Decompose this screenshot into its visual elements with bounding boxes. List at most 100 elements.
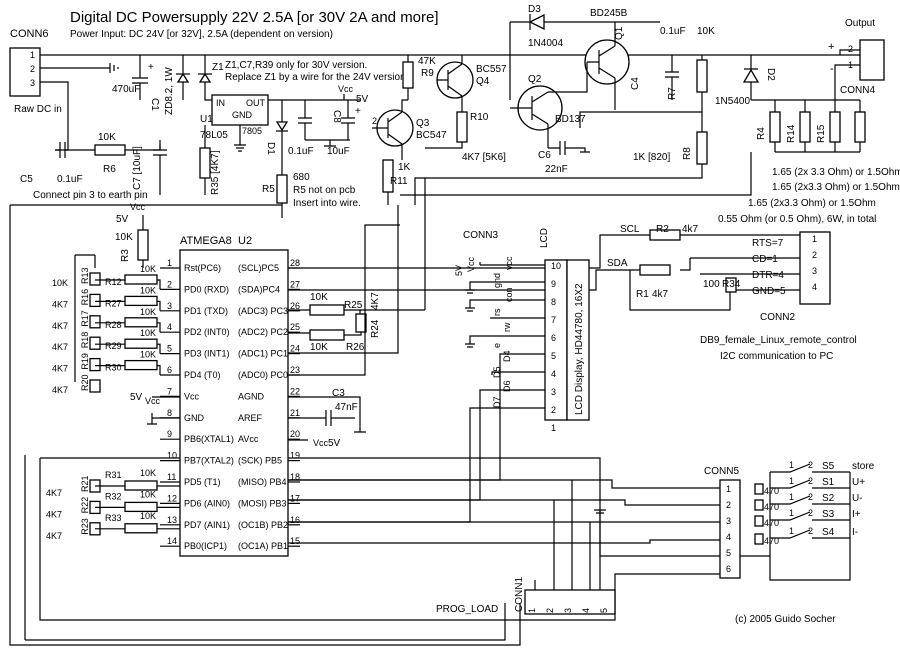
c1-label: C1 — [149, 98, 160, 111]
r26-value: 10K — [310, 342, 328, 353]
lcd-pin-number: 5 — [551, 351, 556, 361]
mcu-right-pin-number: 26 — [290, 301, 300, 311]
mcu-right-pin-name: (SCL)PC5 — [238, 263, 279, 273]
conn6-pin-3: 3 — [30, 78, 35, 88]
mcu-right-pin-name: (MISO) PB4 — [238, 477, 287, 487]
rts-label: RTS=7 — [752, 238, 784, 249]
r8-value: 1K [820] — [633, 152, 670, 163]
ladder-pulldown-label: R13 — [80, 267, 90, 284]
c6-value: 22nF — [545, 164, 568, 175]
switch-series-resistor — [754, 499, 764, 511]
r9-resistor — [402, 61, 414, 89]
conn3-label: CONN3 — [463, 230, 498, 241]
lower-pulldown-value: 4K7 — [46, 488, 62, 498]
ladder-series-resistor — [124, 274, 158, 285]
r8-label: R8 — [682, 147, 693, 160]
r-extra-resistor — [854, 111, 866, 143]
conn1-pin-number: 4 — [581, 608, 591, 613]
r7-resistor — [696, 59, 708, 93]
ladder-wire — [95, 365, 161, 375]
vcc-5v-top: 5V — [356, 94, 369, 105]
switch-function-label: U+ — [852, 477, 865, 488]
ladder-series-label: R30 — [105, 363, 122, 373]
vcc-5v-avcc: 5V — [328, 438, 341, 449]
mcu-left-pin-name: PD7 (AIN1) — [184, 520, 230, 530]
switch-pin-a: 1 — [789, 460, 794, 470]
r1-resistor — [639, 264, 671, 276]
c4-label: C4 — [630, 77, 641, 90]
lcd-pin-d6: D6 — [502, 380, 512, 392]
r25-resistor — [309, 304, 345, 316]
mcu-left-pin-number: 14 — [167, 536, 177, 546]
ladder-series-label: R27 — [105, 298, 122, 308]
ladder-pulldown-label: R20 — [80, 374, 90, 391]
conn4-label: CONN4 — [840, 85, 875, 96]
r10-resistor — [456, 111, 468, 143]
ladder-pulldown-label: R17 — [80, 310, 90, 327]
mcu-left-pin-number: 2 — [167, 279, 172, 289]
r1-value: 4k7 — [652, 289, 669, 300]
ladder-wire — [95, 343, 161, 354]
q3-label: Q3 — [416, 118, 430, 129]
mcu-right-pin-number: 22 — [290, 386, 300, 396]
cd-label: CD=1 — [752, 254, 778, 265]
r5-resistor — [276, 174, 288, 204]
ladder-wire — [95, 322, 161, 333]
ladder-series-label: R29 — [105, 341, 122, 351]
c2-value: 0.1uF — [288, 146, 314, 157]
lcd-display — [566, 259, 590, 421]
z1-label: Z1 — [212, 62, 224, 73]
lcd-pin-number: 8 — [551, 297, 556, 307]
atmega-label: ATMEGA8 — [180, 235, 232, 247]
mcu-left-pin-number: 6 — [167, 365, 172, 375]
r7-value: 10K — [697, 26, 715, 37]
r35-resistor — [199, 147, 211, 179]
r26-resistor — [309, 329, 345, 341]
lower-series-value: 10K — [140, 511, 156, 521]
r2-value: 4k7 — [682, 224, 699, 235]
r34-value: 100 — [703, 279, 720, 290]
raw-dc-label: Raw DC in — [14, 104, 62, 115]
switch-wire — [770, 463, 850, 473]
lcd-pin-gnd: gnd — [492, 273, 502, 288]
r10-value: 4K7 [5K6] — [462, 152, 506, 163]
conn4-pin-2: 2 — [848, 44, 853, 54]
switch-wire — [770, 529, 850, 539]
ladder-series-resistor — [124, 359, 158, 371]
r14-resistor — [799, 111, 811, 143]
mcu-right-pin-name: (SCK) PB5 — [238, 456, 282, 466]
r11-label: R11 — [390, 176, 408, 187]
conn4-plus: + — [828, 41, 834, 53]
lcd-pin-con: con — [504, 287, 514, 302]
mcu-left-pin-name: PD1 (TXD) — [184, 306, 228, 316]
mcu-right-pin-number: 16 — [290, 515, 300, 525]
conn6-body — [9, 47, 41, 97]
conn2-pin-number: 2 — [812, 250, 817, 260]
lower-pulldown-label: R23 — [80, 518, 90, 535]
conn5-body — [719, 479, 741, 579]
ladder-series-resistor — [124, 338, 158, 349]
u1-part: 78L05 — [200, 130, 228, 141]
conn1-pin-number: 1 — [527, 608, 537, 613]
lcd-vcc-5v: 5V — [454, 265, 464, 276]
mcu-right-pin-number: 20 — [290, 429, 300, 439]
r25-label: R25 — [344, 300, 363, 311]
conn5-pin-number: 6 — [726, 564, 731, 574]
mcu-right-pin-name: AREF — [238, 413, 263, 423]
ladder-series-label: R12 — [105, 277, 122, 287]
mcu-left-pin-name: GND — [184, 413, 205, 423]
r24-value: 4K7 — [370, 292, 381, 310]
conn2-label: CONN2 — [760, 312, 795, 323]
conn6-label: CONN6 — [10, 28, 49, 40]
db9-note: DB9_female_Linux_remote_control — [700, 335, 857, 346]
mcu-left-pin-number: 10 — [167, 451, 177, 461]
mcu-right-pin-name: (SDA)PC4 — [238, 284, 280, 294]
lcd-pin-number: 6 — [551, 333, 556, 343]
ladder-pulldown-value: 4K7 — [52, 385, 68, 395]
switch-pin-b: 2 — [808, 526, 813, 536]
z1-note-1: Z1,C7,R39 only for 30V version. — [225, 60, 367, 71]
mcu-right-pin-number: 27 — [290, 279, 300, 289]
switch-pin-a: 1 — [789, 526, 794, 536]
